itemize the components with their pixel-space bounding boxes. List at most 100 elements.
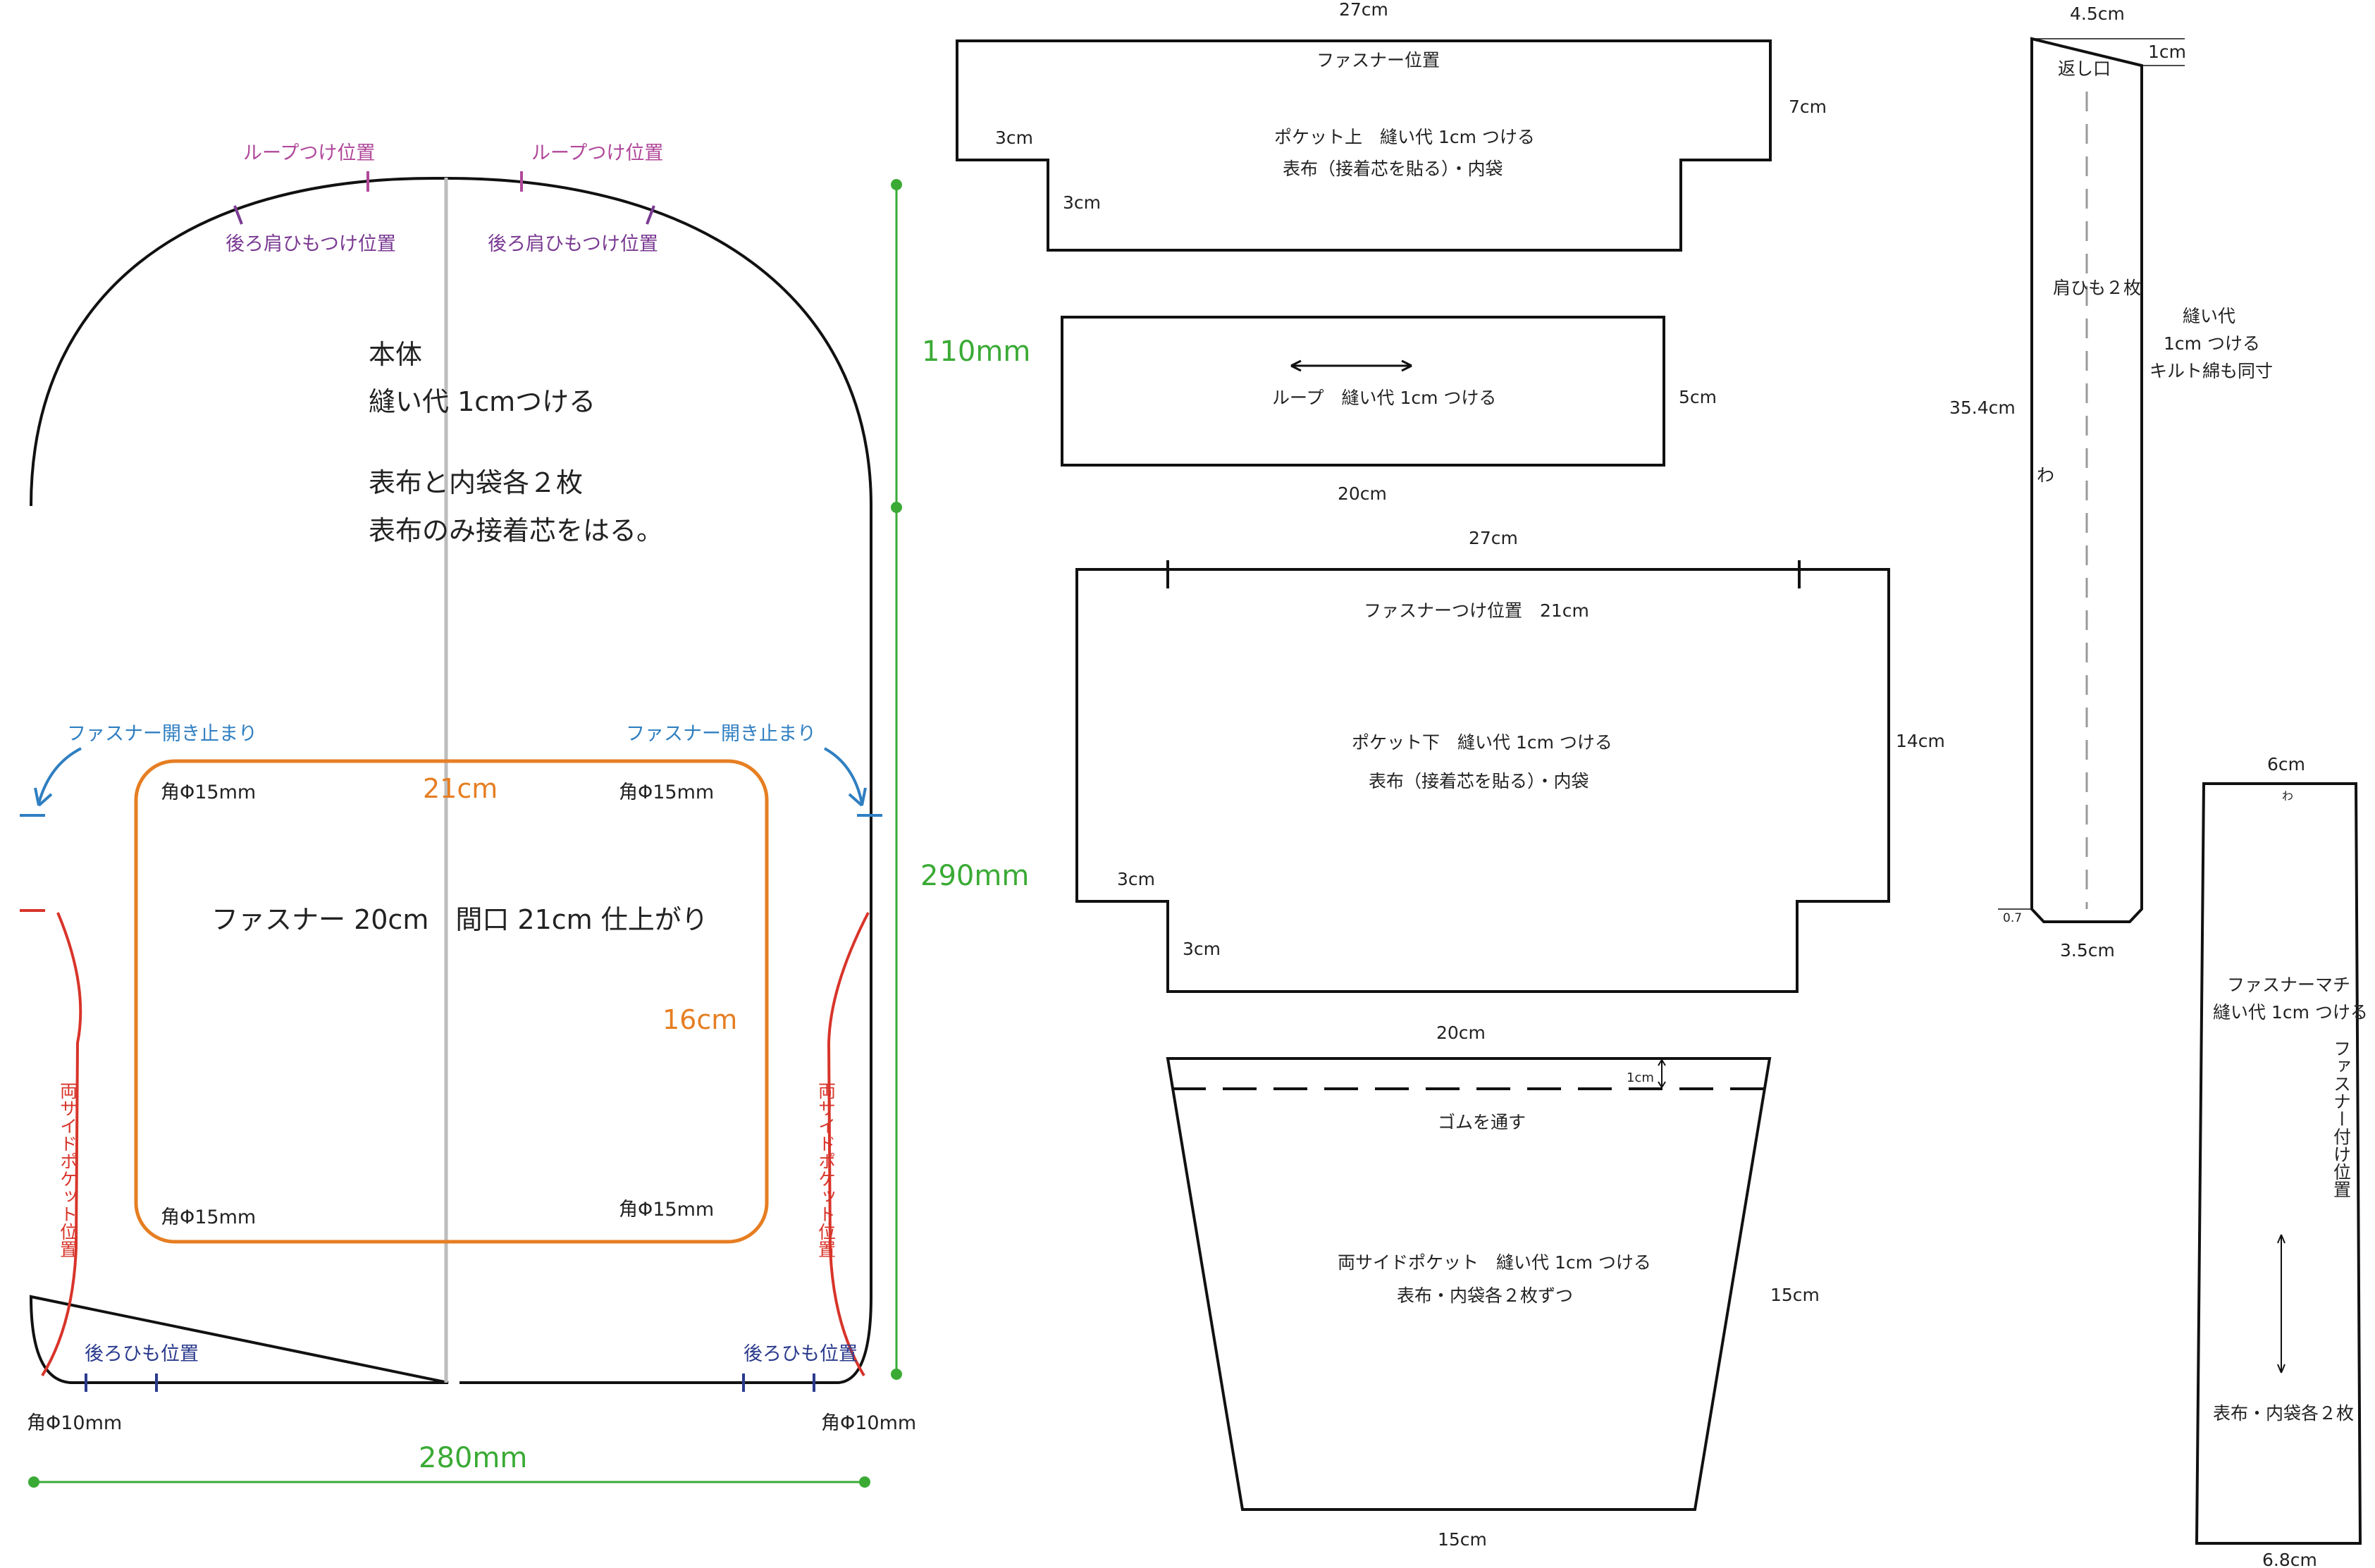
gusset-top-width: 6cm <box>2267 754 2305 774</box>
side-pocket-height: 15cm <box>1770 1285 1820 1305</box>
strap-corner: 0.7 <box>2003 911 2022 925</box>
dim-dot-left <box>28 1476 39 1488</box>
main-body-title: 本体 <box>369 339 422 370</box>
strap-length: 35.4cm <box>1949 397 2016 418</box>
zipper-stop-label-left: ファスナー開き止まり <box>67 723 257 745</box>
side-pocket-curve-right <box>827 912 870 1377</box>
dim-110-label: 110mm <box>922 335 1030 368</box>
zipper-height-label: 16cm <box>662 1004 737 1035</box>
dim-dot-bottom <box>891 1369 902 1380</box>
back-strap-position-left: 後ろひも位置 <box>85 1343 199 1365</box>
side-pocket-outline <box>1166 1057 1772 1511</box>
pocket-top-zipper-position: ファスナー位置 <box>1316 50 1440 70</box>
pocket-bottom-line1: ポケット下 縫い代 1cm つける <box>1352 732 1612 753</box>
main-body-pieces: 表布と内袋各２枚 <box>369 467 583 498</box>
shoulder-strap-piece: 4.5cm 1cm 返し口 肩ひも２枚 縫い代 1cm つける キルト綿も同寸 … <box>1949 4 2273 961</box>
side-pocket-position-right: 両サイドポケット位置 <box>816 1082 837 1258</box>
loop-arrowhead-right <box>1401 359 1412 372</box>
pocket-top-notch-w: 3cm <box>995 128 1033 148</box>
side-pocket-bottom-width: 15cm <box>1438 1529 1487 1550</box>
loop-position-label-left: ループつけ位置 <box>243 142 375 164</box>
dim-290-label: 290mm <box>920 860 1029 892</box>
pocket-bottom-notch-h: 3cm <box>1183 939 1221 959</box>
corner-label-tr: 角Φ15mm <box>619 782 714 803</box>
elastic-allowance-arrowheads <box>1658 1059 1666 1088</box>
strap-opening: 返し口 <box>2058 58 2111 79</box>
strap-label: 肩ひも２枚 <box>2053 278 2141 298</box>
pocket-top-line2: 表布（接着芯を貼る）・内袋 <box>1283 159 1503 179</box>
pocket-bottom-line2: 表布（接着芯を貼る）・内袋 <box>1369 771 1589 791</box>
strap-mark-left <box>233 205 243 225</box>
side-pocket-line1: 両サイドポケット 縫い代 1cm つける <box>1338 1252 1651 1273</box>
dim-280-label: 280mm <box>419 1442 527 1474</box>
pocket-top-line1: ポケット上 縫い代 1cm つける <box>1274 127 1535 147</box>
pocket-bottom-width: 27cm <box>1469 528 1518 548</box>
gusset-line2: 縫い代 1cm つける <box>2213 1002 2368 1023</box>
dim-dot-mid <box>891 502 902 513</box>
strap-note2: 1cm つける <box>2164 333 2260 354</box>
pocket-bottom-piece: 27cm ファスナーつけ位置 21cm ポケット下 縫い代 1cm つける 表布… <box>1075 528 1945 993</box>
side-pocket-line2: 表布・内袋各２枚ずつ <box>1397 1285 1573 1306</box>
side-pocket-piece: 20cm 1cm ゴムを通す 両サイドポケット 縫い代 1cm つける 表布・内… <box>1166 1023 1820 1550</box>
main-body-seam: 縫い代 1cmつける <box>369 386 596 417</box>
gusset-arrowheads <box>2277 1234 2285 1373</box>
strap-offset: 1cm <box>2148 42 2186 62</box>
strap-note3: キルト綿も同寸 <box>2149 361 2273 381</box>
elastic-label: ゴムを通す <box>1438 1112 1526 1132</box>
zipper-gusset-outline <box>2195 782 2362 1545</box>
loop-position-label-right: ループつけ位置 <box>531 142 663 164</box>
main-body-interfacing: 表布のみ接着芯をはる。 <box>369 515 663 546</box>
corner-10-right: 角Φ10mm <box>821 1412 916 1434</box>
corner-label-br: 角Φ15mm <box>619 1199 714 1221</box>
corner-label-bl: 角Φ15mm <box>161 1206 256 1228</box>
zipper-stop-label-right: ファスナー開き止まり <box>626 723 816 745</box>
pocket-bottom-height: 14cm <box>1896 731 1945 751</box>
back-strap-position-right: 後ろひも位置 <box>744 1343 858 1365</box>
pocket-bottom-outline <box>1075 568 1890 993</box>
pocket-top-height: 7cm <box>1789 97 1827 117</box>
corner-10-left: 角Φ10mm <box>27 1412 122 1434</box>
strap-mark-right <box>646 205 655 225</box>
gusset-fold: わ <box>2282 789 2293 803</box>
main-body-piece: ループつけ位置 ループつけ位置 後ろ肩ひもつけ位置 後ろ肩ひもつけ位置 本体 縫… <box>20 142 1030 1488</box>
dim-dot-top <box>891 179 902 190</box>
side-pocket-position-left: 両サイドポケット位置 <box>58 1082 78 1258</box>
strap-bottom-width: 3.5cm <box>2060 940 2115 961</box>
side-pocket-curve-left <box>41 912 82 1377</box>
gusset-line1: ファスナーマチ <box>2227 975 2350 995</box>
gusset-pieces: 表布・内袋各２枚 <box>2213 1403 2354 1424</box>
pocket-top-outline <box>956 39 1772 252</box>
loop-label: ループ 縫い代 1cm つける <box>1272 388 1496 408</box>
corner-label-tl: 角Φ15mm <box>161 782 256 803</box>
zipper-opening-frame <box>134 759 769 1244</box>
zipper-stop-arrowhead-left <box>34 787 53 807</box>
shoulder-strap-position-label-right: 後ろ肩ひもつけ位置 <box>488 233 658 255</box>
elastic-allowance-label: 1cm <box>1627 1070 1654 1085</box>
pocket-bottom-notch-w: 3cm <box>1117 869 1155 889</box>
zipper-stop-arrowhead-right <box>848 787 867 807</box>
gusset-bottom-width: 6.8cm <box>2262 1550 2317 1568</box>
pocket-top-piece: 27cm ファスナー位置 ポケット上 縫い代 1cm つける 表布（接着芯を貼る… <box>956 0 1827 252</box>
zipper-stop-arrow-right <box>824 747 863 804</box>
strap-top-width: 4.5cm <box>2070 4 2125 24</box>
strap-note1: 縫い代 <box>2183 306 2235 326</box>
zipper-stop-arrow-left <box>37 747 82 804</box>
pocket-bottom-zipper-attach: ファスナーつけ位置 21cm <box>1364 600 1589 621</box>
zipper-label: ファスナー 20cm 間口 21cm 仕上がり <box>211 904 708 935</box>
zipper-width-label: 21cm <box>423 773 498 804</box>
pocket-top-notch-h: 3cm <box>1063 192 1101 213</box>
shoulder-strap-position-label-left: 後ろ肩ひもつけ位置 <box>226 233 396 255</box>
pocket-top-width: 27cm <box>1339 0 1388 20</box>
loop-arrowhead-left <box>1290 359 1302 372</box>
side-pocket-top-width: 20cm <box>1436 1023 1486 1043</box>
gusset-attach: ファスナー付け位置 <box>2331 1039 2352 1198</box>
loop-height: 5cm <box>1679 387 1717 407</box>
loop-piece: ループ 縫い代 1cm つける 5cm 20cm <box>1061 316 1717 504</box>
dim-dot-right <box>859 1476 870 1488</box>
strap-fold: わ <box>2037 465 2054 486</box>
loop-outline <box>1061 316 1665 467</box>
main-body-outline <box>29 176 872 1384</box>
loop-width: 20cm <box>1338 483 1387 504</box>
zipper-gusset-piece: 6cm わ ファスナーマチ 縫い代 1cm つける ファスナー付け位置 表布・内… <box>2195 754 2368 1568</box>
